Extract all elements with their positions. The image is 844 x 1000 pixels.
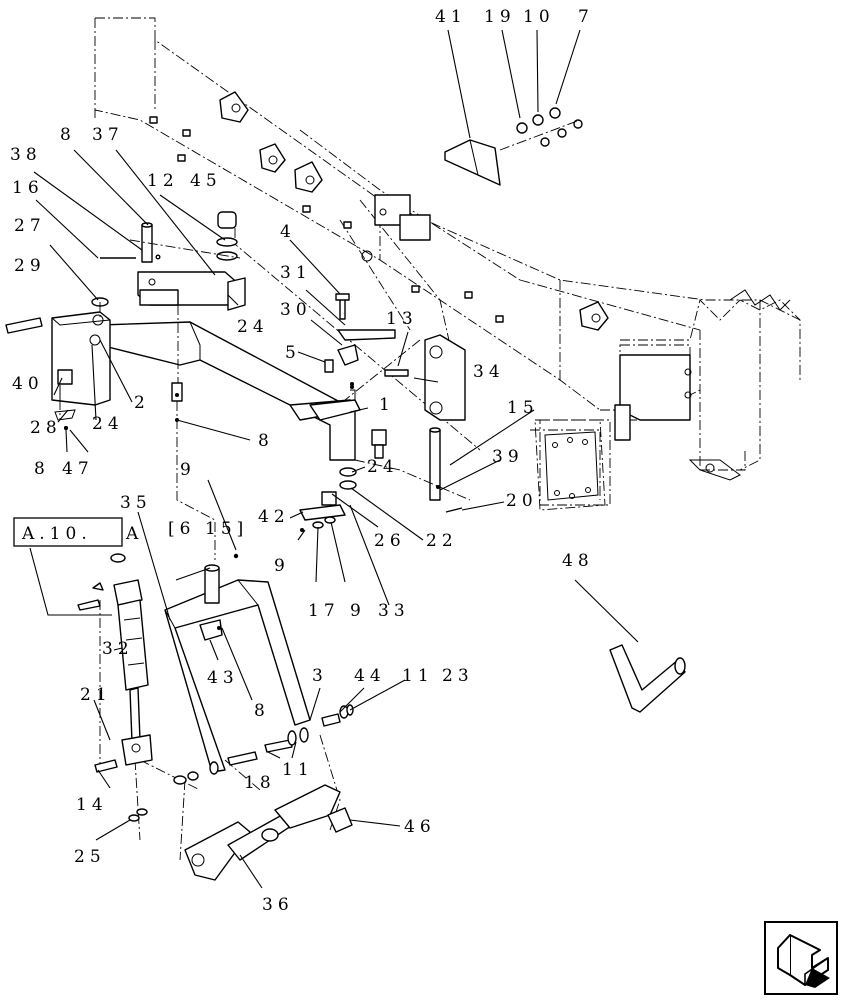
callout-35: 35: [120, 493, 152, 513]
callout-3: 3: [312, 666, 328, 686]
callout-31: 31: [280, 263, 312, 283]
callout-15-bracket: 15]: [205, 519, 248, 539]
upper-arm: [99, 321, 356, 461]
reference-box-label: A.10.: [21, 524, 92, 544]
pin-16-tip: [155, 254, 161, 260]
tube-48: [609, 644, 686, 713]
callout-11-a: 11: [402, 666, 434, 686]
frame-outline: [94, 17, 801, 506]
callout-42: 42: [258, 507, 290, 527]
mount-plate: [374, 194, 431, 241]
callout-24-b: 24: [92, 414, 124, 434]
callout-8-left: 8: [34, 459, 50, 479]
callout-18: 18: [244, 773, 276, 793]
callout-48: 48: [562, 551, 594, 571]
callout-30: 30: [280, 300, 312, 320]
callout-6: [6: [168, 519, 195, 539]
pivot-block-40: [51, 311, 111, 406]
rod-29: [5, 317, 43, 334]
reference-box[interactable]: A.10. A: [13, 517, 143, 547]
callout-9-b: 9: [274, 556, 290, 576]
callout-46: 46: [404, 817, 436, 837]
callout-33: 33: [378, 601, 410, 621]
callout-14: 14: [76, 795, 108, 815]
callout-23: 23: [442, 666, 474, 686]
back-navigation-button[interactable]: [764, 921, 838, 995]
callout-26: 26: [374, 531, 406, 551]
callout-9-a: 9: [180, 460, 196, 480]
callout-20: 20: [506, 491, 538, 511]
bracket-34: [424, 334, 466, 513]
leader-lines: [29, 29, 639, 889]
leader-dots: [64, 382, 440, 630]
callout-45: 45: [190, 171, 222, 191]
callout-12: 12: [147, 171, 179, 191]
callout-24-a: 24: [237, 317, 269, 337]
callout-32: 32: [102, 639, 134, 659]
callout-2: 2: [134, 393, 150, 413]
callout-16: 16: [12, 178, 44, 198]
callout-8-mid: 8: [258, 431, 274, 451]
clip-28: [54, 409, 76, 421]
callout-8-low: 8: [254, 701, 270, 721]
callout-29: 29: [14, 256, 46, 276]
linkage-31-30-4-5: [324, 293, 409, 377]
lower-frame-35: [164, 564, 311, 773]
callout-34: 34: [473, 362, 505, 382]
washer-25b: [136, 808, 148, 816]
arrow-back-icon: [777, 934, 830, 988]
callout-10: 10: [523, 7, 555, 27]
callout-17: 17: [308, 601, 340, 621]
handle-36: [184, 784, 341, 881]
callout-41: 41: [435, 7, 467, 27]
callout-5: 5: [285, 343, 301, 363]
callout-labels: 41 19 10 7 38 8 37 12 45 16 27 29 4 31 3…: [10, 7, 594, 915]
callout-21: 21: [80, 685, 112, 705]
callout-40: 40: [12, 374, 44, 394]
callout-37: 37: [92, 125, 124, 145]
callout-36: 36: [262, 895, 294, 915]
callout-47: 47: [62, 459, 94, 479]
callout-13: 13: [386, 309, 418, 329]
callout-38: 38: [10, 145, 42, 165]
callout-44: 44: [354, 666, 386, 686]
callout-7: 7: [578, 7, 594, 27]
callout-28: 28: [30, 418, 62, 438]
callout-9-c: 9: [350, 601, 366, 621]
callout-11-b: 11: [282, 760, 314, 780]
cylinder-32: [77, 553, 153, 773]
bracket-41: [444, 107, 583, 186]
callout-39: 39: [492, 447, 524, 467]
washer-25a: [128, 814, 140, 822]
gearbox-housing: [534, 289, 801, 511]
callout-1: 1: [379, 395, 395, 415]
callout-8-top: 8: [60, 125, 76, 145]
callout-15: 15: [507, 398, 539, 418]
callout-43: 43: [207, 668, 239, 688]
callout-27: 27: [14, 216, 46, 236]
stack-24-22: [299, 429, 387, 529]
decal-46: [327, 807, 353, 833]
frame-tabs: [149, 91, 609, 331]
callout-19: 19: [484, 7, 516, 27]
top-link-37: [137, 271, 246, 311]
pin-hardware-right: [173, 704, 354, 785]
callout-4: 4: [280, 222, 296, 242]
callout-24-c: 24: [367, 457, 399, 477]
callout-25: 25: [74, 847, 106, 867]
callout-22: 22: [426, 531, 458, 551]
reference-box-suffix: A: [125, 524, 143, 544]
